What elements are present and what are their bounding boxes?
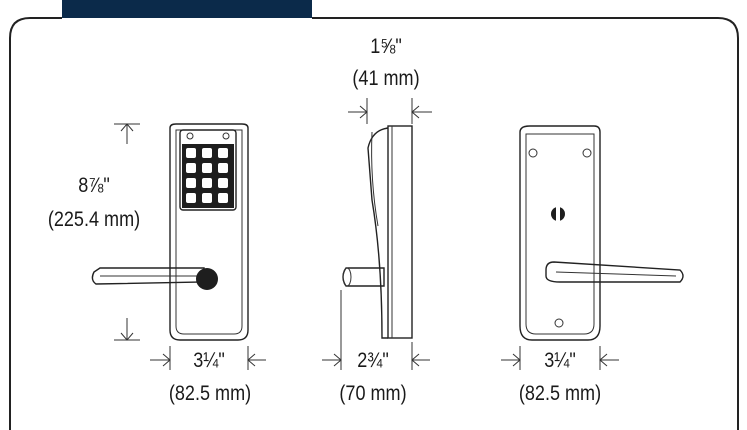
- back-width-metric: (82.5 mm): [519, 382, 601, 406]
- front-height-imperial: 8⅞": [78, 174, 110, 198]
- header-bar: [62, 0, 312, 18]
- diagram-frame: [9, 17, 739, 430]
- side-depth-metric: (41 mm): [352, 67, 419, 91]
- front-height-metric: (225.4 mm): [48, 208, 140, 232]
- lock-side-profile-icon: [342, 125, 413, 339]
- front-view: 8⅞" (225.4 mm) 3¼" (82.5 mm): [48, 123, 266, 406]
- side-projection-imperial: 2¾": [357, 349, 389, 373]
- side-view: 1⅝" (41 mm) 2¾" (70 mm): [322, 35, 432, 406]
- side-depth-imperial: 1⅝": [370, 35, 402, 59]
- front-width-metric: (82.5 mm): [169, 382, 251, 406]
- side-projection-metric: (70 mm): [339, 382, 406, 406]
- keypad-lock-front-icon: [91, 123, 249, 341]
- front-width-imperial: 3¼": [193, 349, 225, 373]
- lock-back-plate-icon: [519, 125, 684, 341]
- back-view: 3¼" (82.5 mm): [501, 125, 684, 406]
- back-width-imperial: 3¼": [544, 349, 576, 373]
